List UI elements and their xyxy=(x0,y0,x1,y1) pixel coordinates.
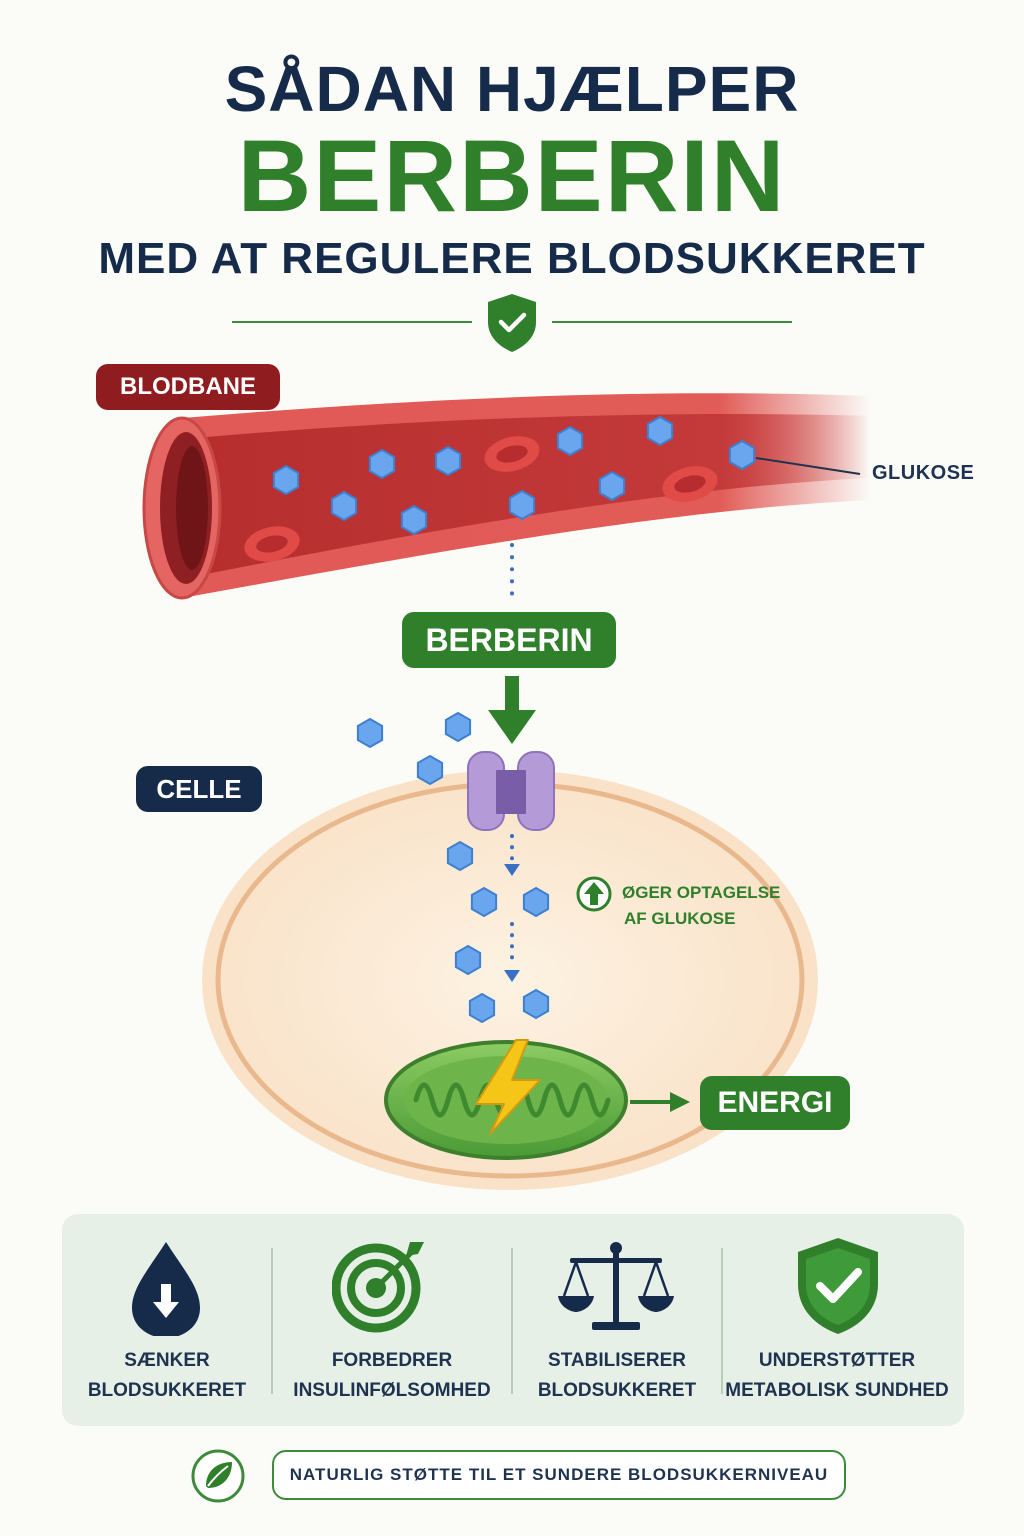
title-line-1: SÅDAN HJÆLPER xyxy=(224,53,800,125)
berberin-label: BERBERIN xyxy=(402,612,616,668)
benefits-panel: SÆNKER BLODSUKKERET FORBEDRER INSULINFØL… xyxy=(62,1214,964,1426)
title-line-3: MED AT REGULERE BLODSUKKERET xyxy=(98,234,926,283)
benefit-1-line-1: SÆNKER xyxy=(124,1350,210,1371)
benefit-4-line-1: UNDERSTØTTER xyxy=(758,1350,916,1371)
benefit-1-line-2: BLODSUKKERET xyxy=(87,1380,247,1401)
cell-label: CELLE xyxy=(136,766,262,812)
blood-drop-down-icon xyxy=(132,1242,200,1336)
benefit-1-label: SÆNKER BLODSUKKERET xyxy=(62,1346,272,1406)
benefit-2-line-2: INSULINFØLSOMHED xyxy=(293,1380,491,1401)
glucose-flow-arrows xyxy=(504,834,520,982)
benefit-2-line-1: FORBEDRER xyxy=(331,1350,453,1371)
footer-tagline: NATURLIG STØTTE TIL ET SUNDERE BLODSUKKE… xyxy=(272,1450,846,1500)
benefit-4-label: UNDERSTØTTER METABOLISK SUNDHED xyxy=(722,1346,952,1406)
bloodstream-label: BLODBANE xyxy=(96,364,280,410)
benefit-2-label: FORBEDRER INSULINFØLSOMHED xyxy=(287,1346,497,1406)
energy-label: ENERGI xyxy=(700,1076,850,1130)
title-berberin: BERBERIN xyxy=(237,119,787,233)
glucose-pointer-line xyxy=(755,457,861,475)
uptake-note: ØGER OPTAGELSE AF GLUKOSE xyxy=(622,880,780,932)
benefit-dividers xyxy=(271,1248,723,1394)
blood-vessel xyxy=(142,393,870,600)
uptake-note-line-1: ØGER OPTAGELSE xyxy=(622,883,781,902)
shield-check-icon xyxy=(488,294,536,352)
cell-membrane xyxy=(202,770,818,1190)
header-divider xyxy=(232,294,792,352)
glucose-molecules-outside xyxy=(356,712,472,785)
uptake-note-line-2: AF GLUKOSE xyxy=(624,909,736,928)
red-blood-cells xyxy=(244,436,718,562)
shield-check-icon-benefit xyxy=(798,1238,878,1334)
benefit-3-line-1: STABILISERER xyxy=(548,1350,686,1371)
arrow-up-circle-icon xyxy=(576,876,612,912)
glucose-transporter xyxy=(467,751,555,831)
benefit-4-line-2: METABOLISK SUNDHED xyxy=(725,1380,949,1401)
glucose-label: GLUKOSE xyxy=(872,462,975,484)
arrow-down-icon xyxy=(488,676,536,744)
lightning-bolt-icon xyxy=(475,1039,541,1135)
energy-arrow-icon xyxy=(630,1092,690,1112)
benefit-3-label: STABILISERER BLODSUKKERET xyxy=(512,1346,722,1406)
leaf-icon xyxy=(191,1449,245,1503)
target-icon xyxy=(332,1242,424,1333)
balance-scale-icon xyxy=(558,1242,674,1330)
benefit-3-line-2: BLODSUKKERET xyxy=(537,1380,697,1401)
